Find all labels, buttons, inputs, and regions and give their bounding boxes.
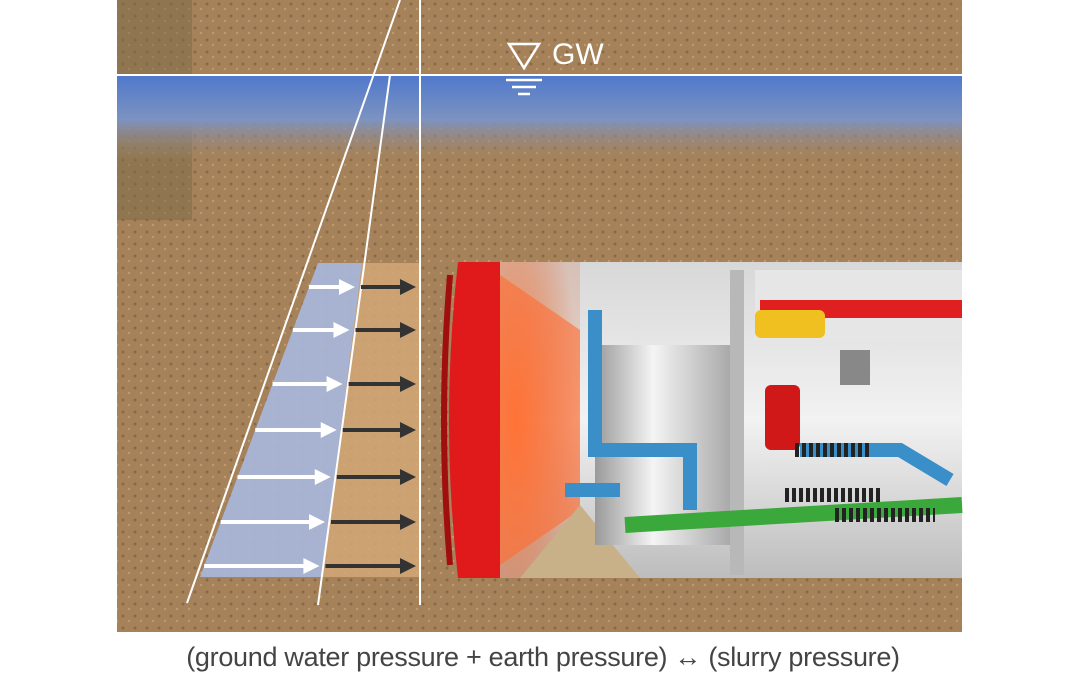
tunnel-boring-machine: [441, 262, 963, 578]
water-pressure-area: [200, 263, 362, 577]
total-pressure-line: [317, 74, 391, 606]
earth-pressure-area: [322, 263, 420, 577]
caption: (ground water pressure + earth pressure)…: [186, 642, 900, 672]
slurry-tbm-illustration: GW: [117, 0, 963, 632]
black-arrow: [348, 376, 416, 392]
black-arrow: [331, 514, 416, 530]
slurry-pressure-arrows: [325, 279, 416, 574]
white-arrow: [255, 422, 337, 438]
hydraulic-cylinder: [755, 310, 825, 338]
cutterhead: [441, 262, 500, 578]
white-arrow: [220, 514, 326, 530]
white-arrow: [272, 376, 343, 392]
flexible-hoses: [785, 443, 935, 522]
white-arrow: [237, 469, 331, 485]
white-arrow: [292, 322, 350, 338]
black-arrow: [355, 322, 416, 338]
white-arrow: [204, 558, 320, 574]
black-arrow: [325, 558, 416, 574]
water-pressure-arrows: [204, 279, 355, 574]
slurry-chamber-soil: [520, 505, 640, 578]
bulkhead-wall: [730, 270, 744, 575]
black-arrow: [336, 469, 416, 485]
motor: [765, 385, 800, 450]
groundwater-layer: [117, 74, 962, 165]
pressure-diagram: [186, 0, 421, 606]
black-arrow: [360, 279, 416, 295]
black-arrow: [342, 422, 416, 438]
groundwater-level-icon: [506, 42, 542, 96]
water-pressure-line: [186, 0, 401, 604]
white-arrow: [308, 279, 355, 295]
groundwater-label: GW: [552, 38, 604, 71]
